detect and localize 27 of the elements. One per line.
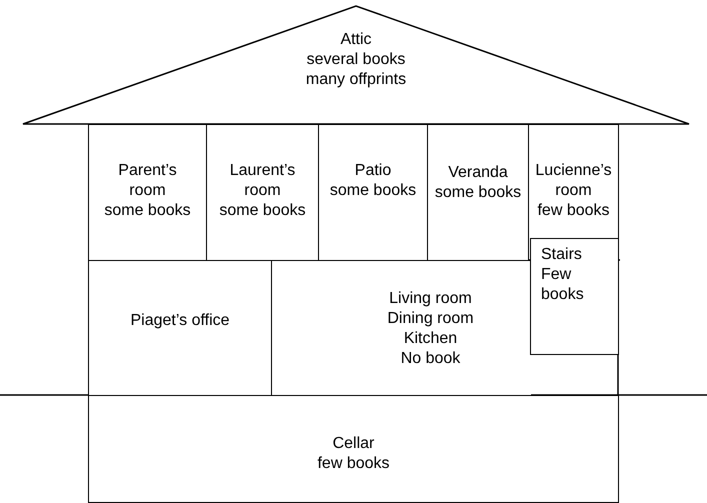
book-note: Few books bbox=[541, 265, 585, 305]
room-name: Piaget’s office bbox=[130, 311, 230, 331]
book-note: many offprints bbox=[306, 70, 406, 90]
book-note: some books bbox=[219, 201, 306, 221]
book-note: Dining room bbox=[387, 309, 474, 329]
stairs-box bbox=[530, 238, 619, 355]
roof-outline bbox=[22, 5, 690, 125]
book-note: Kitchen bbox=[404, 329, 458, 349]
book-note: several books bbox=[306, 50, 406, 70]
room-box bbox=[88, 260, 272, 396]
room-box bbox=[528, 124, 619, 239]
room-box bbox=[271, 260, 531, 396]
book-note: few books bbox=[537, 201, 610, 221]
room-name: Stairs bbox=[541, 245, 582, 265]
room-box bbox=[427, 124, 529, 261]
book-note: few books bbox=[317, 454, 390, 474]
book-note: some books bbox=[330, 181, 416, 201]
room-name: Living room bbox=[389, 289, 472, 309]
room-name: Veranda bbox=[448, 163, 508, 183]
room-name: Attic bbox=[340, 30, 372, 50]
room-name: Cellar bbox=[332, 434, 374, 454]
book-note: some books bbox=[104, 201, 191, 221]
room-box bbox=[88, 124, 207, 261]
room-name: Patio bbox=[354, 161, 392, 181]
book-note: some books bbox=[434, 183, 522, 203]
book-note: No book bbox=[400, 349, 460, 369]
room-box bbox=[88, 395, 619, 503]
